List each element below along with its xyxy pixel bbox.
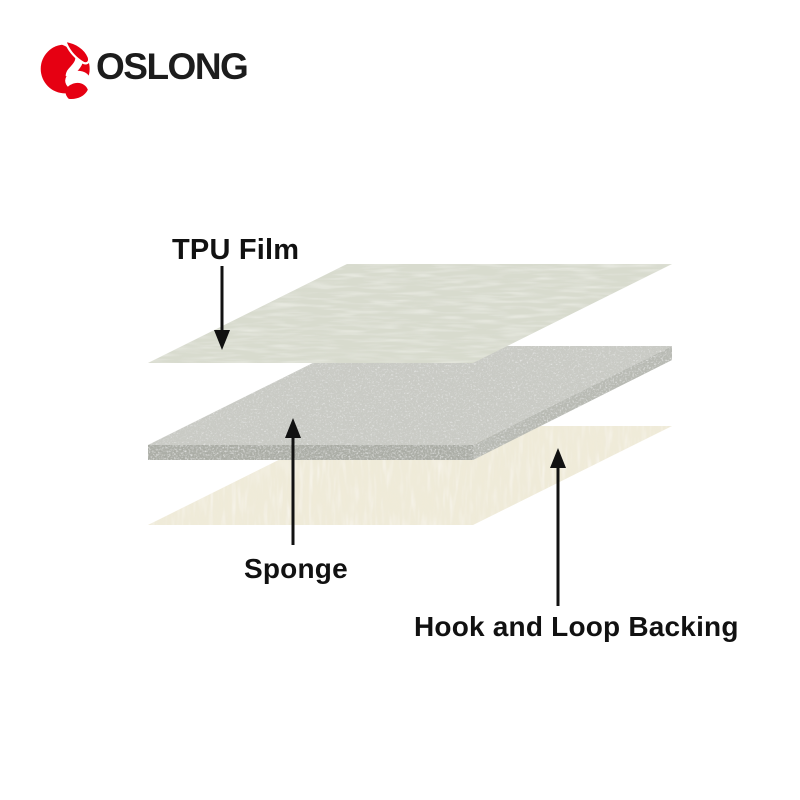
callout-arrows [214,266,566,606]
tpu-film-label: TPU Film [172,234,300,266]
oslong-swan-icon [40,37,91,99]
hook-loop-backing-layer [148,426,672,525]
sponge-label: Sponge [244,553,348,584]
hook-loop-backing-label: Hook and Loop Backing [414,611,739,642]
oslong-wordmark: OSLONG [96,46,249,87]
sponge-layer-front-edge [148,445,473,460]
sponge-layer-right-edge [473,346,672,460]
sponge-layer-top [148,346,672,445]
backing-arrow-head-icon [550,448,566,468]
tpu-film-layer [148,264,672,363]
sponge-arrow-head-icon [285,418,301,438]
tpu-film-arrow-head-icon [214,330,230,350]
